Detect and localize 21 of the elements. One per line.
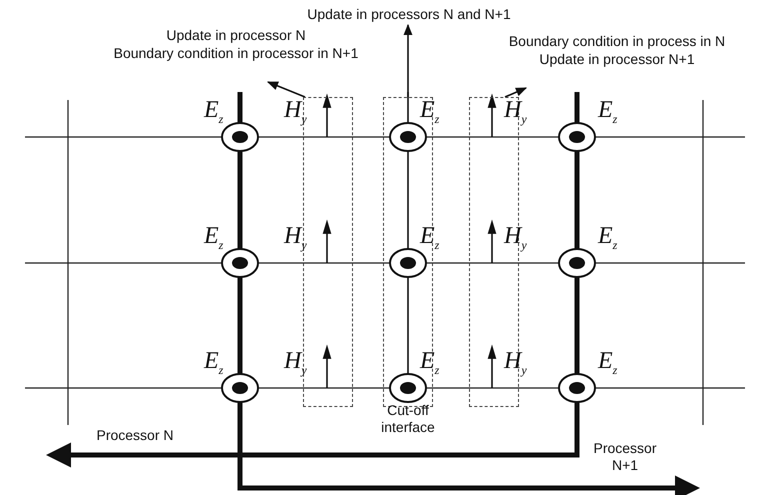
region-label: Processor N (95, 427, 175, 444)
field-label: E$_{z}$ (598, 348, 618, 379)
arrow (504, 87, 528, 98)
field-label: E$_{z}$ (420, 223, 440, 254)
field-label: H$_{y}$ (504, 97, 527, 128)
field-label: H$_{y}$ (284, 97, 307, 128)
field-label: E$_{z}$ (598, 97, 618, 128)
field-label: H$_{y}$ (284, 348, 307, 379)
field-label: E$_{z}$ (420, 97, 440, 128)
field-label: H$_{y}$ (284, 223, 307, 254)
region-label: Processor N+1 (592, 440, 658, 474)
arrow (266, 81, 306, 98)
field-label: E$_{z}$ (204, 348, 224, 379)
field-label: E$_{z}$ (204, 223, 224, 254)
field-label: E$_{z}$ (204, 97, 224, 128)
field-label: H$_{y}$ (504, 348, 527, 379)
arrow (404, 24, 412, 97)
region-label: Cut-off interface (380, 402, 436, 436)
field-label: E$_{z}$ (420, 348, 440, 379)
field-label: H$_{y}$ (504, 223, 527, 254)
field-label: E$_{z}$ (598, 223, 618, 254)
